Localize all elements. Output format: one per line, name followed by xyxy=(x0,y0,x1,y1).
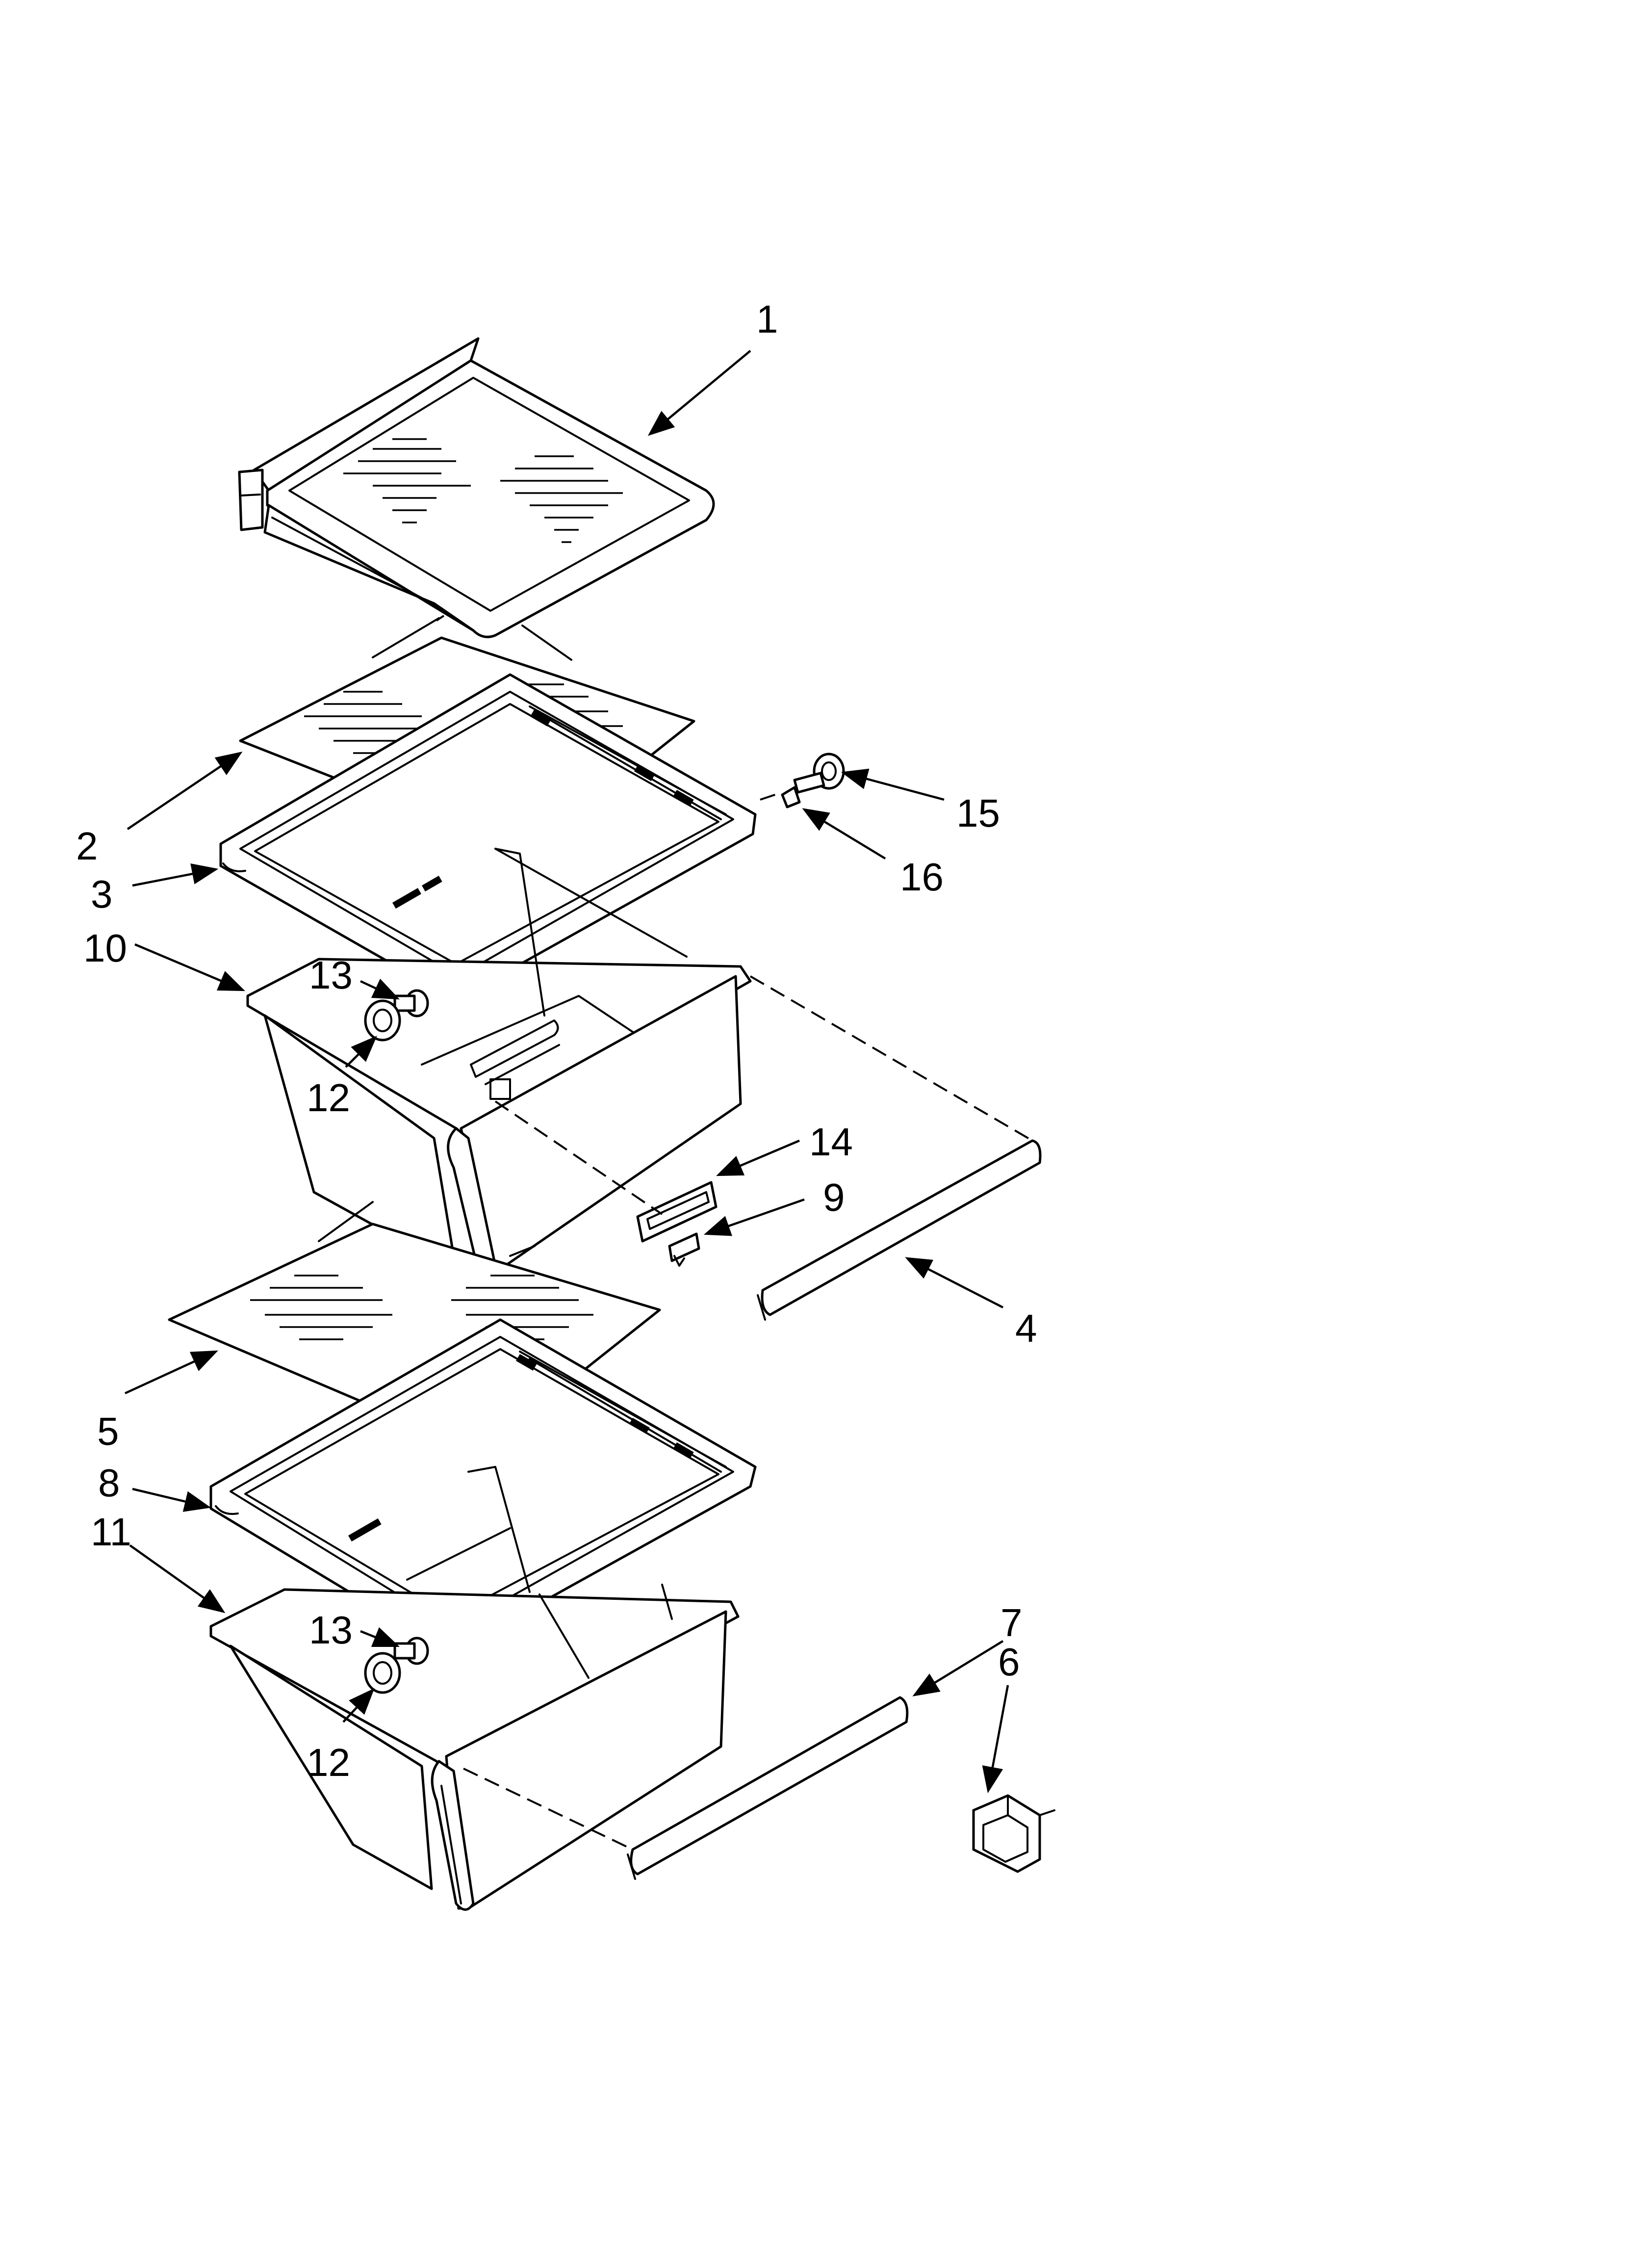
callout-14: 14 xyxy=(809,1120,853,1164)
part-4-front-trim xyxy=(757,1139,1042,1321)
leader-3 xyxy=(132,863,219,887)
callout-8: 8 xyxy=(98,1461,120,1505)
callout-labels: 1 2 3 4 5 6 7 8 9 10 11 12 12 13 13 14 1… xyxy=(76,297,1037,1784)
callout-9: 9 xyxy=(823,1175,845,1219)
leader-9 xyxy=(703,1198,805,1236)
part-1-hatching xyxy=(343,438,623,543)
leader-6 xyxy=(982,1685,1009,1794)
part-9-clip xyxy=(668,1232,700,1267)
part-1-shelf xyxy=(238,337,715,638)
callout-2: 2 xyxy=(76,824,98,868)
part-12-13-roller-upper xyxy=(364,989,429,1042)
leader-16 xyxy=(802,808,886,860)
leader-12b xyxy=(342,1688,375,1723)
part-12-13-roller-lower xyxy=(364,1637,429,1694)
leader-10 xyxy=(134,943,245,991)
leader-8 xyxy=(132,1487,211,1512)
leader-15 xyxy=(841,768,945,801)
alignment-lines xyxy=(318,615,1033,1851)
part-14-clip xyxy=(636,1181,718,1243)
callout-1: 1 xyxy=(756,297,778,341)
leader-lines xyxy=(125,350,1009,1794)
leader-5 xyxy=(125,1350,218,1395)
callout-12a: 12 xyxy=(307,1076,350,1120)
callout-16: 16 xyxy=(900,855,944,899)
leader-11 xyxy=(129,1544,226,1614)
callout-3: 3 xyxy=(91,872,113,916)
callout-12b: 12 xyxy=(307,1741,350,1784)
leader-13a xyxy=(360,978,400,1000)
part-6-bracket xyxy=(972,1794,1055,1873)
leader-2 xyxy=(127,751,243,830)
callout-13a: 13 xyxy=(309,953,353,997)
part-15-16-axle xyxy=(781,753,845,808)
leader-7 xyxy=(912,1640,1004,1696)
callout-4: 4 xyxy=(1015,1306,1037,1350)
part-7-front-trim xyxy=(627,1696,909,1880)
callout-11: 11 xyxy=(91,1510,131,1554)
callout-6: 6 xyxy=(998,1640,1020,1684)
callout-10: 10 xyxy=(83,926,127,970)
callout-5: 5 xyxy=(97,1409,119,1453)
callout-13b: 13 xyxy=(309,1608,353,1652)
callout-15: 15 xyxy=(956,791,1000,835)
leader-4 xyxy=(905,1257,1004,1309)
part-11-lower-drawer xyxy=(209,1584,740,1911)
callout-7: 7 xyxy=(1001,1601,1023,1644)
leader-1 xyxy=(647,350,751,436)
leader-13b xyxy=(360,1627,400,1647)
leader-12a xyxy=(345,1036,377,1068)
leader-14 xyxy=(716,1139,800,1176)
